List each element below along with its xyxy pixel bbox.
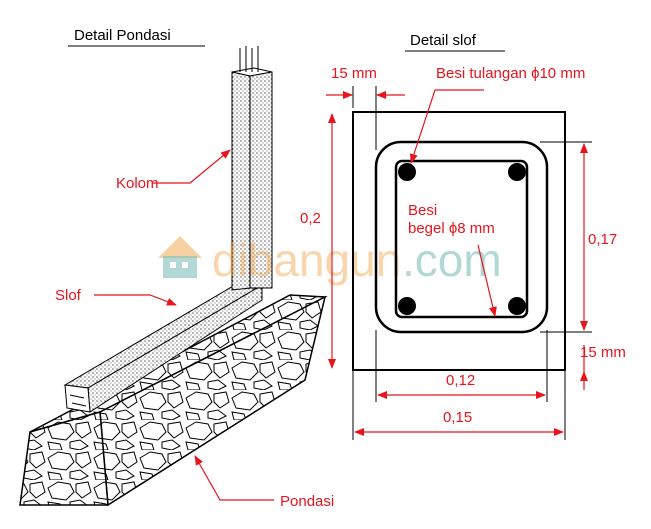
watermark-text-1: dibangun	[212, 234, 401, 286]
watermark: dibangun .com	[158, 234, 502, 286]
rebar-top-right	[508, 163, 526, 181]
height-total-label: 0,2	[300, 210, 321, 227]
cover-bottom-label: 15 mm	[580, 344, 626, 361]
rebar-top-left	[398, 163, 416, 181]
rebar-leader	[410, 89, 484, 164]
detail-pondasi-title: Detail Pondasi	[74, 27, 171, 44]
slof-label: Slof	[55, 287, 82, 304]
width-total-label: 0,15	[443, 409, 472, 426]
stirrup-inner	[394, 159, 529, 319]
stirrup-label-2: begel ϕ8 mm	[408, 220, 495, 237]
cover-top-label: 15 mm	[331, 65, 377, 82]
pondasi-leader	[194, 455, 274, 501]
kolom-leader	[152, 149, 231, 184]
stirrup-label-1: Besi	[408, 202, 437, 219]
width-inner-label: 0,12	[446, 372, 475, 389]
foundation-end	[19, 411, 109, 506]
stirrup-outer	[374, 140, 549, 334]
slof-leader	[94, 294, 177, 306]
height-inner-label: 0,17	[588, 231, 617, 248]
rebar-label: Besi tulangan ϕ10 mm	[436, 65, 585, 82]
house-icon	[158, 236, 202, 278]
pondasi-label: Pondasi	[280, 493, 334, 510]
slof-drawing	[63, 281, 264, 413]
stirrup-leader	[477, 244, 497, 317]
rebar-bottom-left	[398, 297, 416, 315]
column-drawing	[231, 46, 273, 291]
detail-slof-title: Detail slof	[410, 32, 477, 49]
watermark-text-2: .com	[402, 234, 502, 286]
kolom-label: Kolom	[116, 175, 159, 192]
rebar-bottom-right	[508, 297, 526, 315]
section-outline	[352, 111, 566, 371]
